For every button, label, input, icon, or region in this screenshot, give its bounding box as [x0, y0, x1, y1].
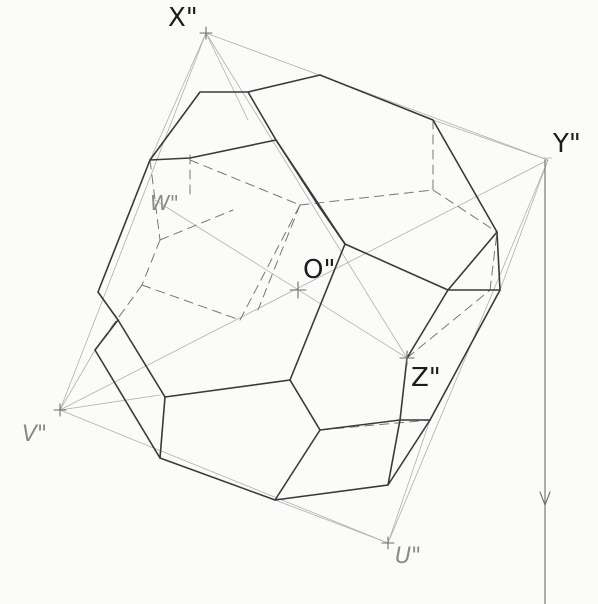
axis-label-z: Z" [411, 363, 441, 393]
axis-label-x: X" [168, 3, 198, 33]
visible-edges [94, 74, 501, 501]
center-label-o: O" [303, 255, 336, 285]
axis-label-u: U" [395, 544, 422, 569]
axis-label-v: V" [22, 422, 48, 447]
vertical-axis [539, 157, 553, 604]
construction-lines [59, 32, 549, 544]
axis-label-w: W" [150, 191, 179, 215]
axis-label-y: Y" [553, 129, 581, 159]
point-markers [53, 26, 415, 550]
